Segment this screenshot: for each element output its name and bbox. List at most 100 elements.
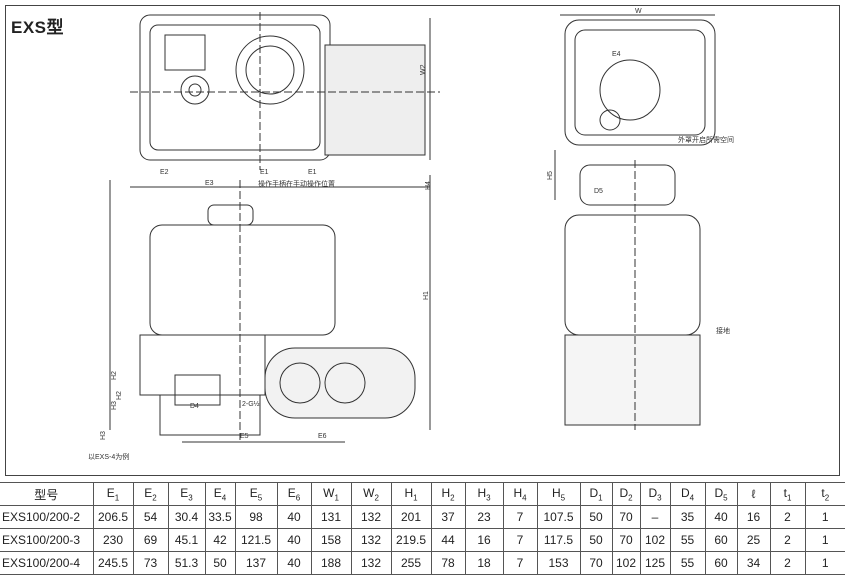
- value-cell: 255: [390, 551, 432, 575]
- value-cell: 35: [669, 505, 706, 529]
- header-subscript: 5: [723, 493, 728, 503]
- dim-h5: H5: [547, 171, 554, 180]
- value-cell: 70: [611, 505, 641, 529]
- value-cell: 2: [769, 505, 806, 529]
- header-subscript: 6: [295, 493, 301, 503]
- value-cell: 137: [234, 551, 278, 575]
- header-subscript: 1: [114, 493, 120, 503]
- header-label: t: [821, 485, 825, 500]
- header-subscript: 5: [257, 493, 263, 503]
- dim-h1: H1: [423, 291, 430, 300]
- top-view: [130, 12, 440, 170]
- header-subscript: 3: [657, 493, 662, 503]
- header-label: D: [589, 485, 599, 500]
- header-label: H: [441, 485, 451, 500]
- value-cell: 16: [736, 505, 771, 529]
- value-cell: 40: [276, 528, 312, 552]
- column-header: t2: [804, 482, 845, 506]
- dim-e1-b: E1: [308, 169, 317, 176]
- value-cell: 51.3: [167, 551, 206, 575]
- column-header: H5: [536, 482, 581, 506]
- header-label: E: [106, 485, 115, 500]
- value-cell: 132: [350, 505, 392, 529]
- value-cell: 125: [639, 551, 671, 575]
- value-cell: 50: [204, 551, 236, 575]
- value-cell: 40: [276, 505, 312, 529]
- column-header: D5: [704, 482, 738, 506]
- header-subscript: 4: [689, 493, 695, 503]
- front-view: [109, 175, 431, 443]
- column-header: W1: [310, 482, 352, 506]
- handle-position-note: 操作手柄在手动操作位置: [258, 179, 335, 188]
- dim-w2: W2: [420, 64, 427, 75]
- value-cell: 73: [132, 551, 169, 575]
- dim-e4: E4: [612, 51, 621, 58]
- header-label: E: [144, 485, 153, 500]
- header-label: W: [323, 485, 335, 500]
- value-cell: 45.1: [167, 528, 206, 552]
- value-cell: 60: [704, 528, 738, 552]
- dim-h2-outer: H2: [116, 391, 123, 400]
- ground-label: 接地: [716, 326, 730, 335]
- header-label: E: [180, 485, 189, 500]
- header-subscript: 3: [188, 493, 193, 503]
- dim-e6: E6: [318, 433, 327, 440]
- value-cell: 206.5: [92, 505, 134, 529]
- value-cell: 1: [804, 528, 845, 552]
- header-label: t: [783, 485, 787, 500]
- column-header: H1: [390, 482, 432, 506]
- value-cell: 23: [464, 505, 504, 529]
- value-cell: 50: [579, 505, 613, 529]
- dim-e2: E2: [160, 169, 169, 176]
- value-cell: 34: [736, 551, 771, 575]
- value-cell: 1: [804, 505, 845, 529]
- side-views: [554, 14, 716, 430]
- column-header: 型号: [0, 482, 94, 506]
- header-label: W: [363, 485, 375, 500]
- value-cell: 55: [669, 551, 706, 575]
- technical-drawing: W E4 W2 E2 E1 E1 E3 操作手柄在手动操作位置 H4 H5 D5…: [88, 8, 734, 461]
- drawing-frame: [5, 5, 840, 476]
- dim-h4: H4: [425, 181, 432, 190]
- value-cell: 1: [804, 551, 845, 575]
- value-cell: 18: [464, 551, 504, 575]
- value-cell: 78: [430, 551, 466, 575]
- column-header: W2: [350, 482, 392, 506]
- value-cell: 107.5: [536, 505, 581, 529]
- column-header: E2: [132, 482, 169, 506]
- header-subscript: 1: [413, 493, 418, 503]
- column-header: E1: [92, 482, 134, 506]
- value-cell: 42: [204, 528, 236, 552]
- model-cell: EXS100/200-2: [0, 505, 94, 529]
- header-label: D: [648, 485, 658, 500]
- value-cell: 245.5: [92, 551, 134, 575]
- header-label: H: [551, 485, 561, 500]
- column-header: E3: [167, 482, 206, 506]
- value-cell: –: [639, 505, 671, 529]
- column-header: D4: [669, 482, 706, 506]
- port-label: 2-G½: [242, 400, 260, 408]
- value-cell: 132: [350, 551, 392, 575]
- value-cell: 55: [669, 528, 706, 552]
- header-label: E: [287, 485, 296, 500]
- value-cell: 25: [736, 528, 771, 552]
- value-cell: 50: [579, 528, 613, 552]
- value-cell: 33.5: [204, 505, 236, 529]
- value-cell: 70: [579, 551, 613, 575]
- column-header: E6: [276, 482, 312, 506]
- value-cell: 132: [350, 528, 392, 552]
- column-header: D2: [611, 482, 641, 506]
- model-cell: EXS100/200-3: [0, 528, 94, 552]
- value-cell: 54: [132, 505, 169, 529]
- header-label: ℓ: [751, 487, 756, 501]
- value-cell: 2: [769, 551, 806, 575]
- value-cell: 7: [502, 528, 538, 552]
- dim-h3-b: H3: [100, 431, 107, 440]
- value-cell: 44: [430, 528, 466, 552]
- header-subscript: 1: [786, 493, 792, 503]
